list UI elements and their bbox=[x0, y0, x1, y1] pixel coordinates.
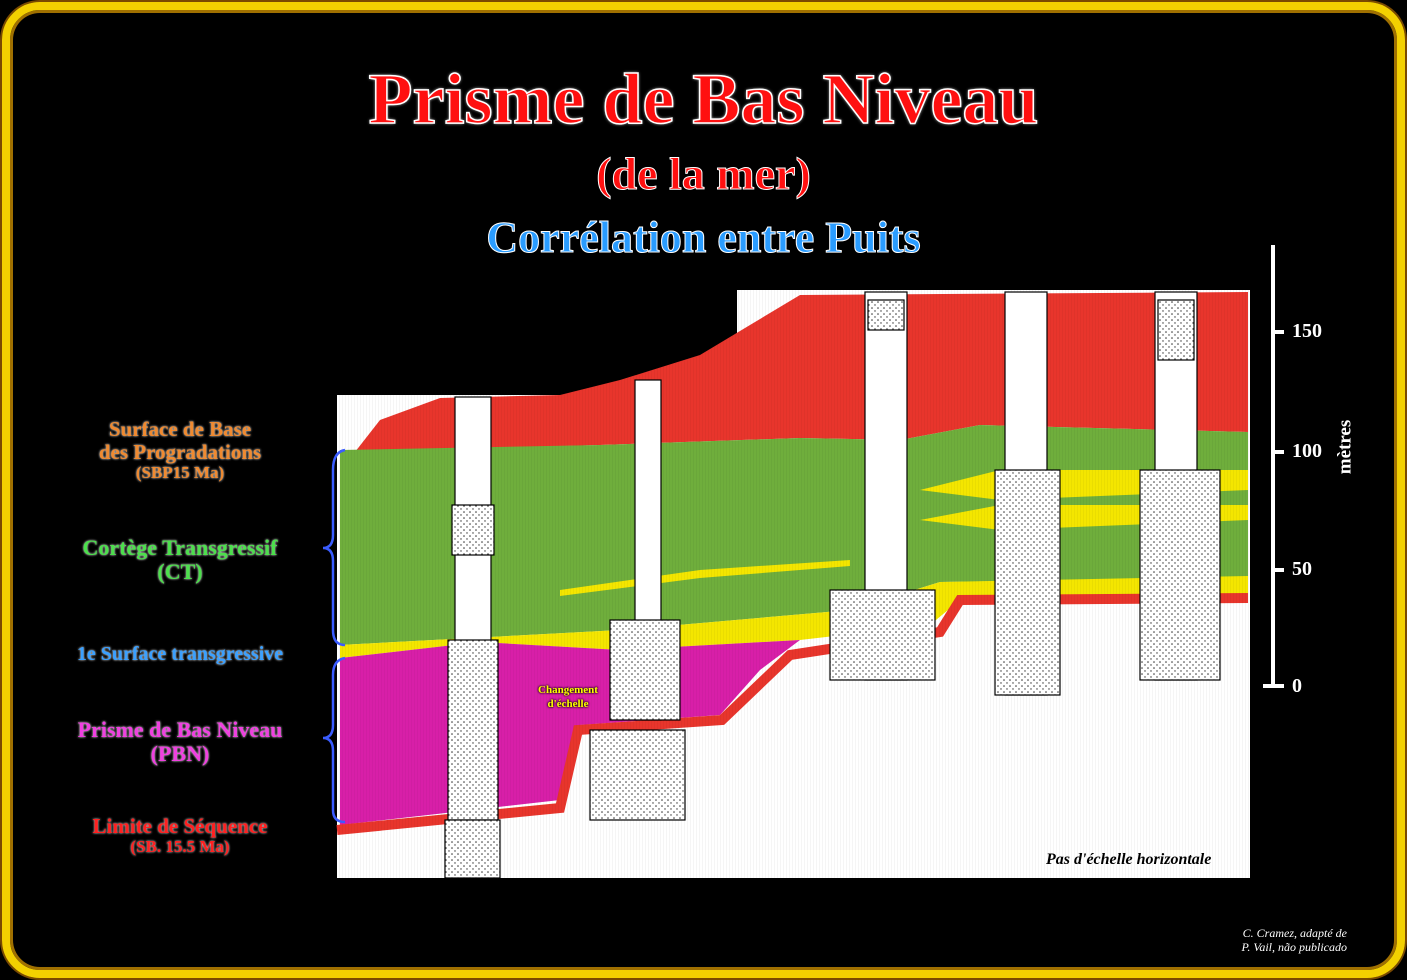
label-ct: Cortège Transgressif (CT) bbox=[50, 535, 310, 585]
page-title: Prisme de Bas Niveau bbox=[368, 58, 1039, 140]
label-sequence-boundary: Limite de Séquence (SB. 15.5 Ma) bbox=[50, 814, 310, 857]
label-line: Cortège Transgressif bbox=[82, 535, 278, 560]
section-title: Corrélation entre Puits bbox=[486, 213, 921, 263]
scale-tick-100: 100 bbox=[1292, 440, 1322, 462]
label-line: (SBP15 Ma) bbox=[135, 463, 225, 483]
scale-tick-150: 150 bbox=[1292, 320, 1322, 342]
left-braces bbox=[322, 448, 346, 824]
label-line: (CT) bbox=[157, 559, 203, 585]
vertical-scale-bar bbox=[1263, 245, 1284, 688]
wells bbox=[444, 291, 1221, 879]
label-line: Surface de Base bbox=[108, 417, 252, 441]
scale-unit: mètres bbox=[1334, 419, 1356, 475]
label-line: Limite de Séquence bbox=[92, 814, 268, 838]
page-subtitle: (de la mer) bbox=[596, 148, 812, 200]
label-line: (SB. 15.5 Ma) bbox=[130, 837, 230, 857]
scale-tick-50: 50 bbox=[1292, 558, 1312, 580]
label-transgressive-surface: 1e Surface transgressive bbox=[50, 643, 310, 665]
label-sbp: Surface de Base des Progradations (SBP15… bbox=[50, 417, 310, 483]
credit-line: P. Vail, não publicado bbox=[1241, 940, 1347, 955]
label-line: (PBN) bbox=[150, 741, 210, 767]
credit: C. Cramez, adapté de P. Vail, não public… bbox=[1242, 926, 1347, 955]
label-line: Prisme de Bas Niveau bbox=[77, 717, 283, 742]
scale-tick-0: 0 bbox=[1292, 675, 1302, 697]
credit-line: C. Cramez, adapté de bbox=[1242, 926, 1347, 940]
label-line: des Progradations bbox=[98, 440, 262, 465]
horizontal-scale-note: Pas d'échelle horizontale bbox=[1046, 851, 1212, 868]
note-line: d'échelle bbox=[547, 697, 589, 710]
label-line: 1e Surface transgressive bbox=[76, 643, 284, 665]
label-pbn: Prisme de Bas Niveau (PBN) bbox=[50, 717, 310, 767]
scale-change-note: Changement d'échelle bbox=[520, 684, 616, 712]
note-line: Changement bbox=[538, 684, 598, 696]
